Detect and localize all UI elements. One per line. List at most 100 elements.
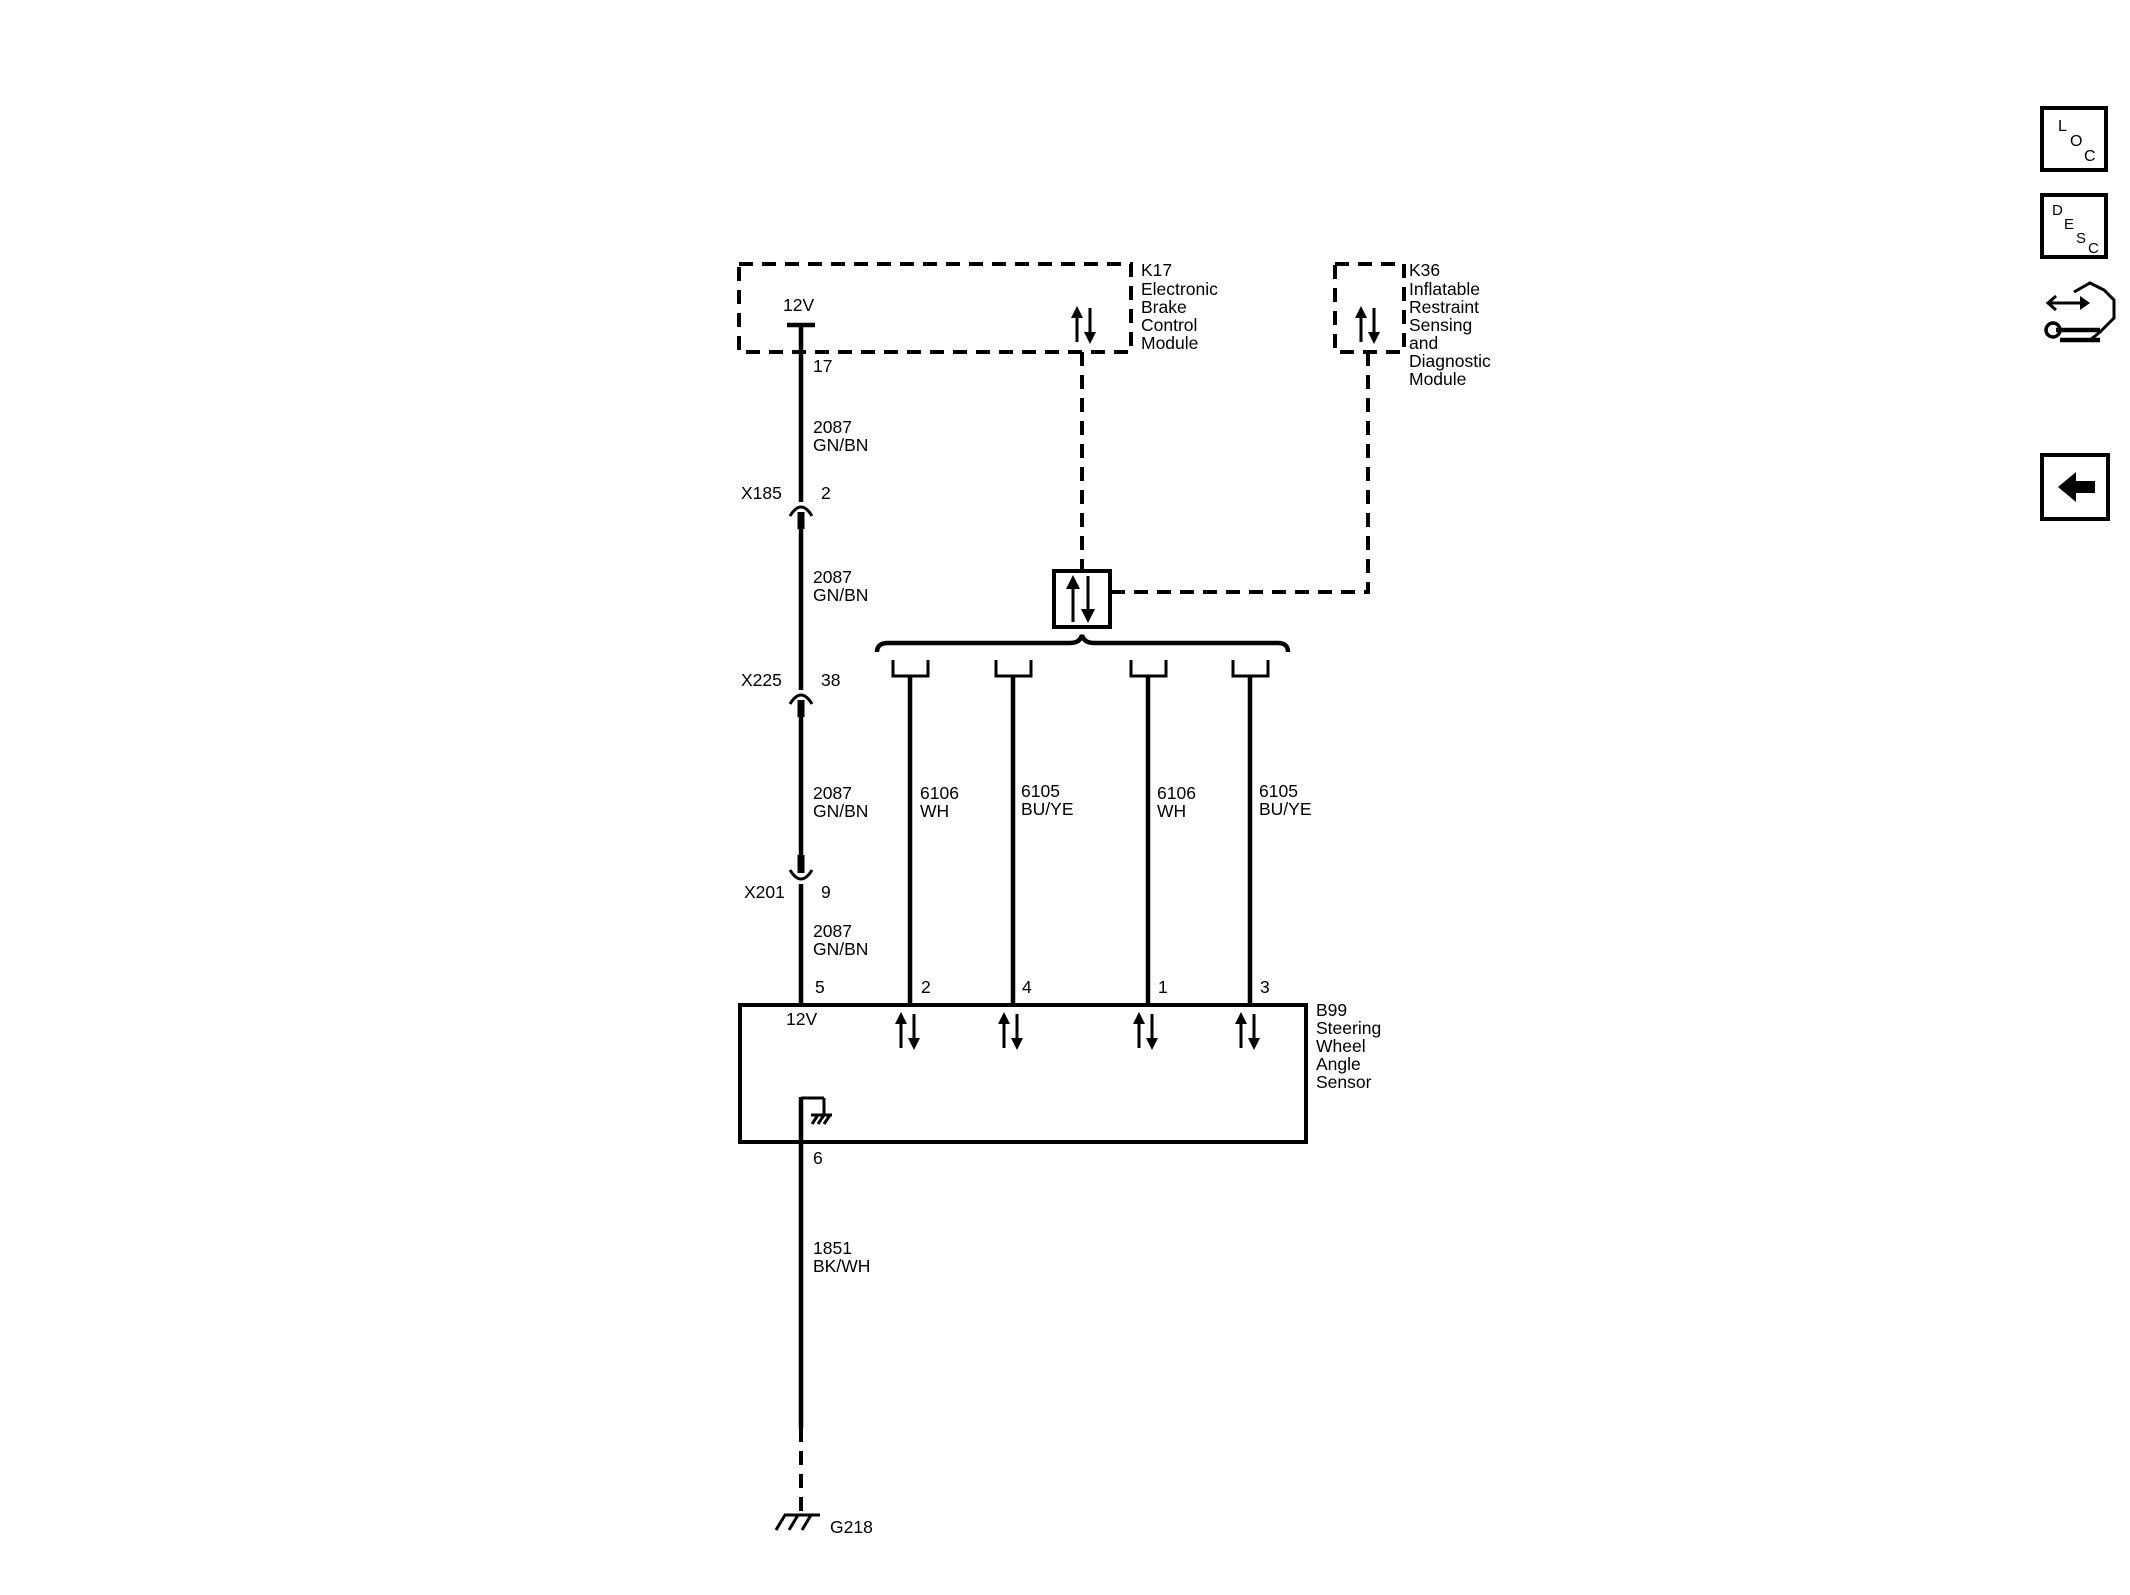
wire-6105-b-circuit: 6105: [1021, 781, 1060, 801]
splice-terminal-c: [1129, 660, 1168, 678]
k17-voltage-label: 12V: [783, 295, 814, 315]
wire-2087-seg2-circuit: 2087: [813, 567, 852, 587]
x185-id-label: X185: [741, 483, 782, 503]
k17-data-arrows-icon: [1071, 306, 1096, 344]
desc-letter-d: D: [2052, 202, 2063, 219]
k36-label-line-5: and: [1409, 333, 1438, 353]
k17-label-line-3: Brake: [1141, 297, 1187, 317]
g218-label: G218: [830, 1517, 873, 1537]
b99-label-line-1: B99: [1316, 1000, 1347, 1020]
service-info-button[interactable]: [2040, 278, 2116, 350]
x225-pin-label: 38: [821, 670, 840, 690]
b99-pin-6: 6: [813, 1148, 823, 1168]
b99-pin-1: 1: [1158, 977, 1168, 997]
wire-2087-seg2-color: GN/BN: [813, 585, 868, 605]
wire-6106-c-circuit: 6106: [1157, 783, 1196, 803]
k36-label-line-6: Diagnostic: [1409, 351, 1491, 371]
wire-6106-a-color: WH: [920, 801, 949, 821]
k17-electronic-brake-control-module: 12V K17 Electronic Brake Control Module: [737, 260, 1218, 354]
wire-2087-seg3-circuit: 2087: [813, 783, 852, 803]
loc-letter-l: L: [2058, 118, 2067, 135]
x225-id-label: X225: [741, 670, 782, 690]
b99-sensor-box: [738, 1003, 1308, 1144]
k36-module-box: [1333, 262, 1406, 354]
wire-2087-seg3-color: GN/BN: [813, 801, 868, 821]
splice-pack-box: [1052, 569, 1112, 629]
service-wrench-icon: [2044, 281, 2116, 343]
b99-internal-ground-icon: [798, 1096, 832, 1142]
connector-x201: [788, 855, 814, 881]
splice-pack-arrows-icon: [1066, 575, 1095, 623]
b99-arrows-icon-4: [1235, 1012, 1260, 1050]
splice-terminal-a: [891, 660, 930, 678]
desc-button[interactable]: D E S C: [2040, 193, 2108, 259]
b99-arrows-icon-2: [998, 1012, 1023, 1050]
b99-arrows-icon-1: [895, 1012, 920, 1050]
k36-label-line-7: Module: [1409, 369, 1466, 389]
wire-2087-seg4-circuit: 2087: [813, 921, 852, 941]
x201-female-terminal: [788, 869, 814, 881]
wire-6106-a-circuit: 6106: [920, 783, 959, 803]
k36-label-line-1: K36: [1409, 260, 1440, 280]
b99-voltage-label: 12V: [786, 1009, 817, 1029]
x185-pin-label: 2: [821, 483, 831, 503]
desc-icon: D E S C: [2052, 202, 2099, 257]
loc-button[interactable]: L O C: [2040, 106, 2108, 172]
serial-data-splice-pack: [1052, 569, 1112, 629]
x201-id-label: X201: [744, 882, 785, 902]
b99-pin-4: 4: [1022, 977, 1032, 997]
wire-6105-b-color: BU/YE: [1021, 799, 1074, 819]
k17-pin-17: 17: [813, 356, 832, 376]
k17-label-line-2: Electronic: [1141, 279, 1218, 299]
b99-steering-wheel-angle-sensor: 12V B99 Steering Wheel: [738, 1000, 1381, 1144]
splice-brace: [874, 634, 1291, 653]
splice-terminal-b: [994, 660, 1033, 678]
desc-letter-e: E: [2064, 216, 2074, 233]
loc-button-frame: [2040, 106, 2108, 172]
wire-1851-color: BK/WH: [813, 1256, 870, 1276]
back-button[interactable]: [2040, 453, 2110, 521]
wire-6105-d-color: BU/YE: [1259, 799, 1312, 819]
k36-label-line-4: Sensing: [1409, 315, 1472, 335]
b99-pin-2: 2: [921, 977, 931, 997]
desc-button-frame: [2040, 193, 2108, 259]
g218-ground-icon: [774, 1513, 820, 1531]
back-arrow-icon: [2058, 472, 2095, 502]
x185-female-terminal: [788, 505, 814, 517]
connector-x225: [788, 693, 814, 717]
k17-module-box: [737, 262, 1133, 354]
x225-female-terminal: [788, 693, 814, 705]
loc-letter-c: C: [2084, 148, 2096, 165]
wire-2087-seg4-color: GN/BN: [813, 939, 868, 959]
x201-pin-label: 9: [821, 882, 831, 902]
k36-label-line-2: Inflatable: [1409, 279, 1480, 299]
k36-inflatable-restraint-module: K36 Inflatable Restraint Sensing and Dia…: [1333, 260, 1491, 389]
main-12v-circuit: 17 2087 GN/BN X185 2 2087 GN/BN X225 38 …: [741, 325, 868, 1005]
k17-label-line-1: K17: [1141, 260, 1172, 280]
b99-arrows-icon-3: [1133, 1012, 1158, 1050]
desc-letter-s: S: [2076, 230, 2086, 247]
connector-x185: [788, 505, 814, 529]
wire-1851-circuit: 1851: [813, 1238, 852, 1258]
loc-letter-o: O: [2070, 133, 2082, 150]
b99-label-line-4: Angle: [1316, 1054, 1361, 1074]
b99-label-line-3: Wheel: [1316, 1036, 1366, 1056]
serial-data-wires: 6106 WH 2 6105 BU/YE 4 6106 WH 1 6105 BU…: [891, 660, 1312, 1005]
b99-label-line-2: Steering: [1316, 1018, 1381, 1038]
k36-serial-data-link: [1110, 352, 1370, 594]
k17-label-line-4: Control: [1141, 315, 1197, 335]
loc-icon: L O C: [2058, 118, 2096, 165]
splice-terminal-d: [1231, 660, 1270, 678]
b99-pin-5: 5: [815, 977, 825, 997]
k36-label-line-3: Restraint: [1409, 297, 1479, 317]
desc-letter-c: C: [2088, 240, 2099, 257]
wire-2087-seg1-circuit: 2087: [813, 417, 852, 437]
b99-pin-3: 3: [1260, 977, 1270, 997]
b99-label-line-5: Sensor: [1316, 1072, 1372, 1092]
k17-label-line-5: Module: [1141, 333, 1198, 353]
wire-6105-d-circuit: 6105: [1259, 781, 1298, 801]
wire-6106-c-color: WH: [1157, 801, 1186, 821]
ground-circuit: 6 1851 BK/WH G218: [774, 1142, 873, 1537]
k36-data-arrows-icon: [1355, 306, 1380, 344]
